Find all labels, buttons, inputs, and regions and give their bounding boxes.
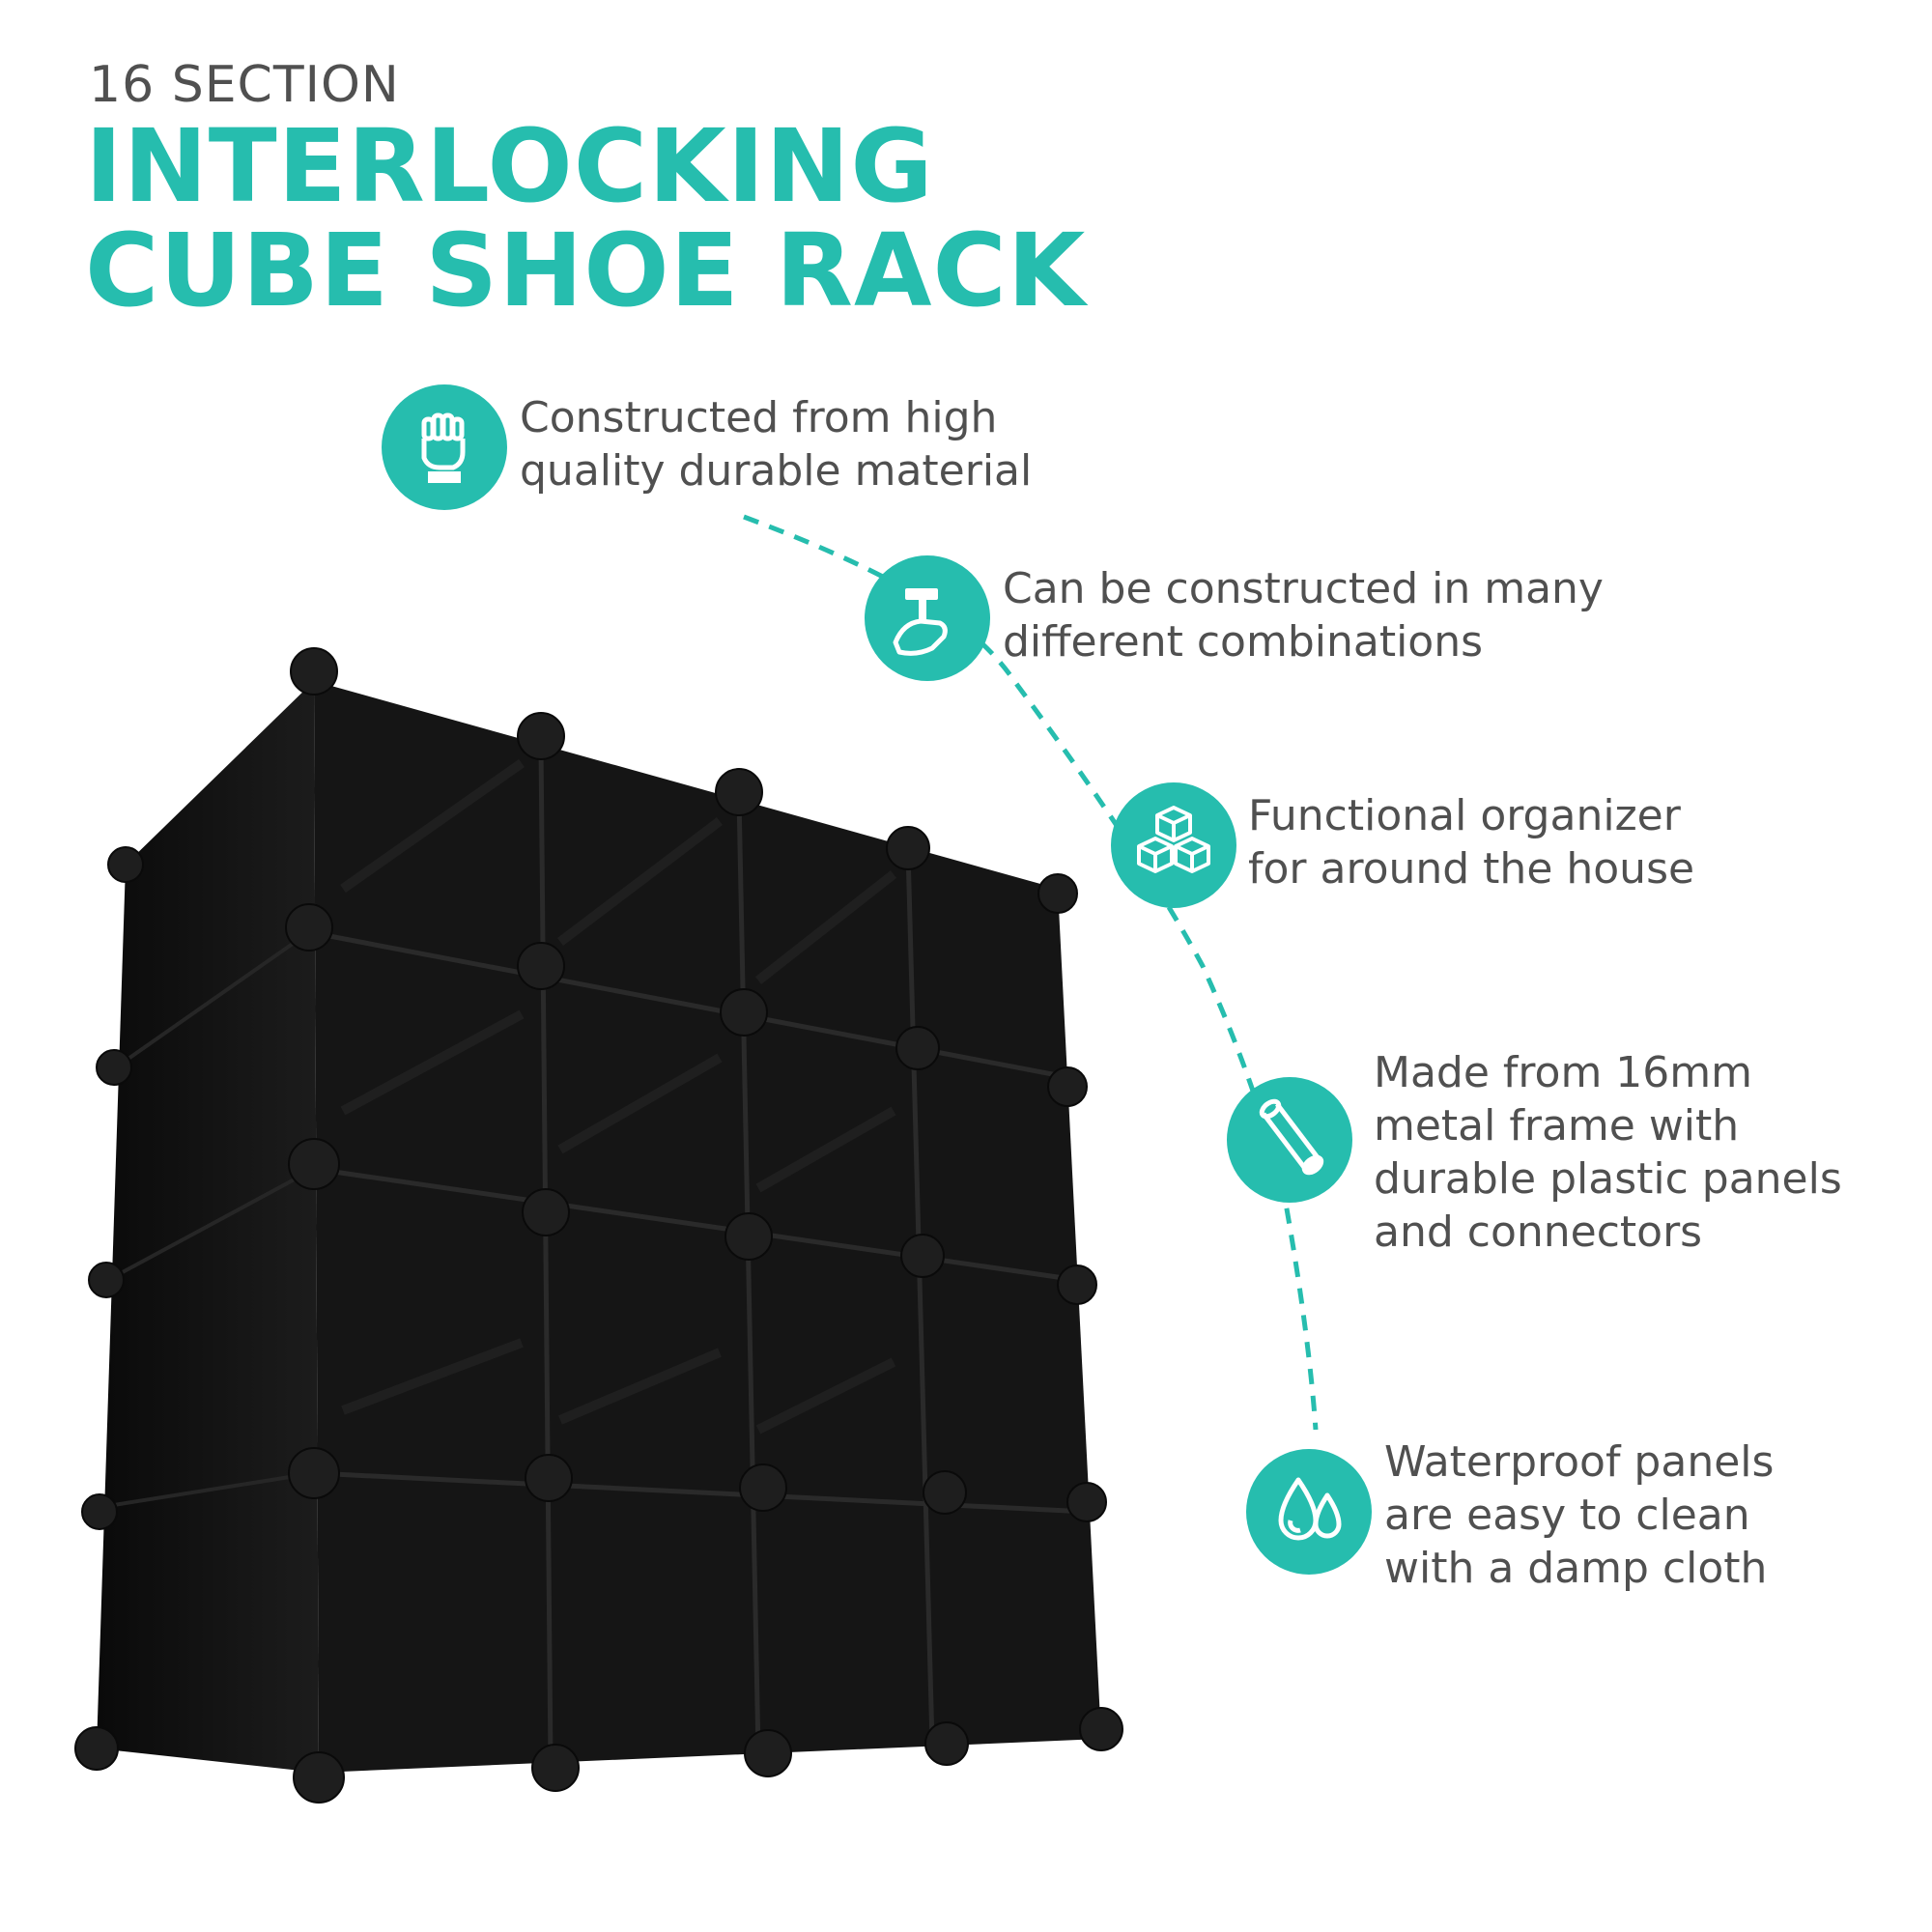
feature-line: Waterproof panels <box>1384 1437 1775 1487</box>
feature-text: Made from 16mm metal frame with durable … <box>1374 1046 1842 1259</box>
feature-line: and connectors <box>1374 1208 1703 1257</box>
title-line-2: CUBE SHOE RACK <box>85 212 1087 329</box>
feature-line: durable plastic panels <box>1374 1154 1842 1204</box>
fist-icon <box>382 384 507 510</box>
cubes-icon <box>1111 782 1236 908</box>
feature-line: different combinations <box>1003 617 1484 667</box>
feature-line: Can be constructed in many <box>1003 564 1604 613</box>
feature-line: with a damp cloth <box>1384 1544 1768 1593</box>
feature-line: Made from 16mm <box>1374 1048 1753 1097</box>
water-drops-icon <box>1246 1449 1372 1575</box>
title-line-1: INTERLOCKING <box>85 107 934 225</box>
feature-line: quality durable material <box>520 446 1033 496</box>
page-title: INTERLOCKING CUBE SHOE RACK <box>85 114 1086 323</box>
feature-line: for around the house <box>1248 844 1695 894</box>
feature-line: are easy to clean <box>1384 1491 1750 1540</box>
hammer-hand-icon <box>865 555 990 681</box>
feature-line: Constructed from high <box>520 393 998 442</box>
feature-text: Functional organizer for around the hous… <box>1248 789 1694 895</box>
subtitle: 16 SECTION <box>89 56 400 114</box>
feature-text: Can be constructed in many different com… <box>1003 562 1604 668</box>
shoe-rack-image <box>74 647 1123 1804</box>
feature-text: Waterproof panels are easy to clean with… <box>1384 1435 1774 1595</box>
feature-text: Constructed from high quality durable ma… <box>520 391 1032 497</box>
metal-tube-icon <box>1227 1077 1352 1203</box>
feature-line: Functional organizer <box>1248 791 1681 840</box>
feature-line: metal frame with <box>1374 1101 1740 1151</box>
